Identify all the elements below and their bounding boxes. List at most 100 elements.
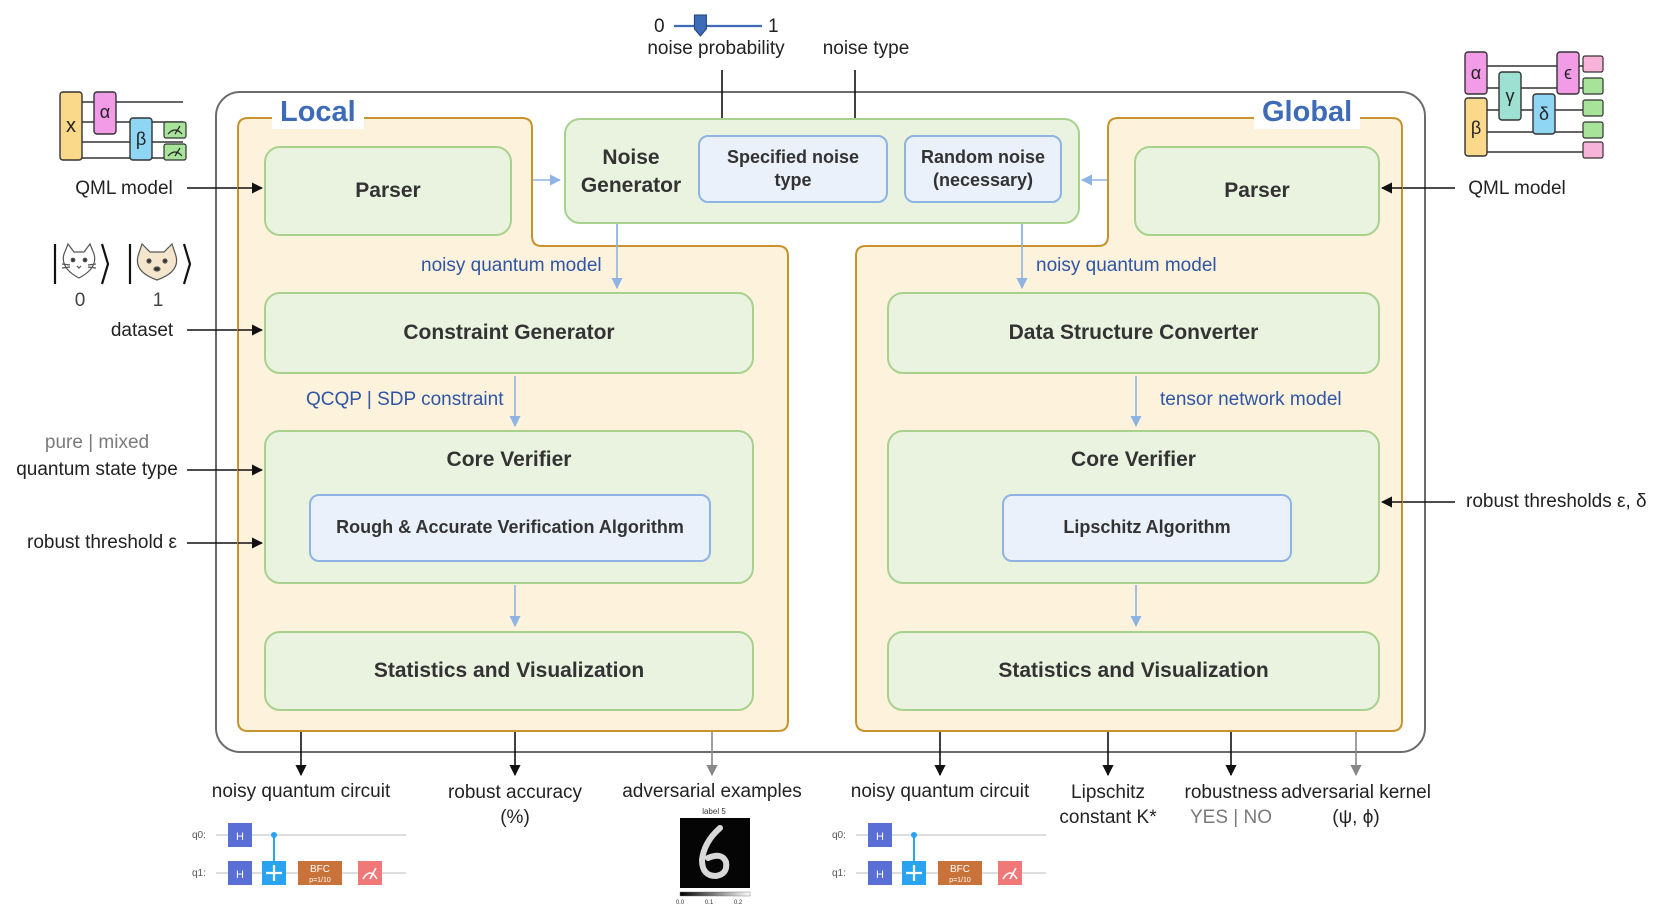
left-threshold-label: robust threshold ε (27, 532, 177, 553)
dataset-label: dataset (110, 320, 174, 341)
lipschitz-algorithm-box[interactable]: Lipschitz Algorithm (1002, 494, 1292, 562)
circuit-q1-label: q1: (832, 868, 846, 879)
right-qml-circuit-icon: α β γ δ ϵ (1464, 51, 1604, 159)
bfc-probability-label: p=1/10 (949, 877, 971, 884)
left-circuit-letter-beta: β (136, 129, 146, 149)
measure-icon (1002, 867, 1018, 880)
constraint-generator-box[interactable]: Constraint Generator (264, 292, 754, 374)
lipschitz-constant-label: constant K* (1059, 806, 1157, 828)
cat-icon (61, 242, 97, 279)
output-robust-accuracy: robust accuracy (%) (448, 781, 582, 830)
dataset-kets-icon (53, 242, 192, 285)
lipschitz-label: Lipschitz (1071, 782, 1145, 803)
measure-icon (167, 125, 183, 135)
slider-thumb[interactable] (693, 14, 707, 37)
hadamard-gate (868, 861, 892, 885)
global-core-verifier-label: Core Verifier (1071, 448, 1196, 471)
output-adversarial-kernel: adversarial kernel (ψ, ϕ) (1281, 781, 1431, 830)
global-title: Global (1254, 96, 1361, 129)
right-circuit-letter-delta: δ (1539, 104, 1549, 124)
slider-max-label: 1 (768, 16, 779, 37)
global-noisy-model-label: noisy quantum model (1036, 255, 1217, 276)
local-stats-box[interactable]: Statistics and Visualization (264, 631, 754, 711)
robustness-label: robustness (1184, 782, 1278, 803)
state-type-label: quantum state type (16, 459, 178, 480)
local-parser-box[interactable]: Parser (264, 146, 512, 236)
global-stats-label: Statistics and Visualization (998, 659, 1269, 682)
specified-noise-line2: type (774, 170, 812, 190)
hadamard-label: H (236, 831, 244, 843)
colorbar-tick: 0.2 (734, 900, 743, 906)
random-noise-line2: (necessary) (932, 170, 1034, 190)
constraint-type-label: QCQP | SDP constraint (306, 389, 504, 410)
left-qml-model-label: QML model (75, 178, 173, 199)
global-parser-box[interactable]: Parser (1134, 146, 1380, 236)
noise-generator-title-line2: Generator (580, 174, 682, 198)
right-circuit-letter-alpha: α (1471, 63, 1481, 83)
random-noise-line1: Random noise (920, 146, 1045, 167)
circuit-q1-label: q1: (192, 868, 206, 879)
right-circuit-letter-beta: β (1471, 118, 1481, 138)
bfc-noise-gate (938, 861, 982, 885)
robust-accuracy-label: robust accuracy (447, 782, 583, 803)
global-core-verifier-box[interactable]: Core Verifier Lipschitz Algorithm (887, 430, 1380, 584)
mnist-colorbar (679, 891, 751, 897)
noise-probability-slider[interactable]: 0 1 (652, 6, 782, 42)
outer-frame (215, 91, 1426, 753)
local-noisy-model-label: noisy quantum model (421, 255, 602, 276)
ket-zero-label: 0 (74, 290, 86, 311)
colorbar-tick: 0.0 (676, 900, 685, 906)
noise-generator-box[interactable]: Noise Generator Specified noise type Ran… (564, 118, 1080, 224)
noise-probability-label: noise probability (647, 38, 785, 59)
random-noise-box[interactable]: Random noise (necessary) (904, 135, 1062, 203)
lipschitz-algorithm-label: Lipschitz Algorithm (1063, 517, 1231, 538)
data-structure-converter-box[interactable]: Data Structure Converter (887, 292, 1380, 374)
bfc-label: BFC (310, 864, 330, 875)
circuit-q0-label: q0: (832, 830, 846, 841)
right-qml-model-label: QML model (1468, 178, 1566, 199)
robustness-values: YES | NO (1189, 806, 1273, 828)
output-noisy-circuit-label-2: noisy quantum circuit (850, 781, 1030, 802)
global-parser-label: Parser (1224, 179, 1290, 202)
noisy-circuit-thumbnail: q0: q1: H H BFC p=1/10 (192, 823, 406, 885)
adversarial-kernel-label: adversarial kernel (1281, 782, 1431, 803)
output-lipschitz: Lipschitz constant K* (1059, 781, 1156, 830)
bfc-probability-label: p=1/10 (309, 877, 331, 884)
noise-generator-title-line1: Noise (602, 146, 660, 169)
state-options-label: pure | mixed (44, 432, 150, 453)
hadamard-label: H (876, 869, 884, 881)
noise-type-label: noise type (822, 38, 910, 59)
output-adversarial-examples-label: adversarial examples (622, 781, 802, 802)
hadamard-label: H (876, 831, 884, 843)
bfc-noise-gate (298, 861, 342, 885)
circuit-q0-label: q0: (192, 830, 206, 841)
data-structure-converter-label: Data Structure Converter (1008, 321, 1259, 344)
left-qml-circuit-icon: x α β (59, 91, 187, 161)
left-circuit-letter-x: x (66, 115, 76, 137)
noisy-circuit-thumbnail-2: q0: q1: H H BFC p=1/10 (832, 823, 1046, 885)
tensor-network-label: tensor network model (1160, 389, 1342, 410)
colorbar-tick: 0.1 (705, 900, 714, 906)
dog-icon (136, 242, 178, 281)
local-core-verifier-box[interactable]: Core Verifier Rough & Accurate Verificat… (264, 430, 754, 584)
slider-min-label: 0 (654, 16, 665, 37)
right-circuit-letter-gamma: γ (1506, 86, 1515, 106)
robust-accuracy-unit: (%) (500, 806, 530, 828)
right-circuit-letter-epsilon: ϵ (1564, 63, 1572, 83)
specified-noise-box[interactable]: Specified noise type (698, 135, 888, 203)
local-stats-label: Statistics and Visualization (373, 659, 645, 682)
mnist-title: label 5 (702, 807, 726, 816)
specified-noise-line1: Specified noise (726, 146, 860, 167)
digit-stroke (698, 825, 730, 880)
hadamard-gate (228, 861, 252, 885)
bfc-label: BFC (950, 864, 970, 875)
right-thresholds-label: robust thresholds ε, δ (1466, 491, 1647, 512)
output-robustness: robustness YES | NO (1185, 781, 1278, 830)
global-stats-box[interactable]: Statistics and Visualization (887, 631, 1380, 711)
rough-accurate-algorithm-box[interactable]: Rough & Accurate Verification Algorithm (309, 494, 711, 562)
adversarial-kernel-symbols: (ψ, ϕ) (1332, 806, 1380, 828)
measure-icon (362, 867, 378, 880)
output-noisy-circuit-label: noisy quantum circuit (211, 781, 391, 802)
local-core-verifier-label: Core Verifier (446, 448, 572, 471)
hadamard-gate (868, 823, 892, 847)
